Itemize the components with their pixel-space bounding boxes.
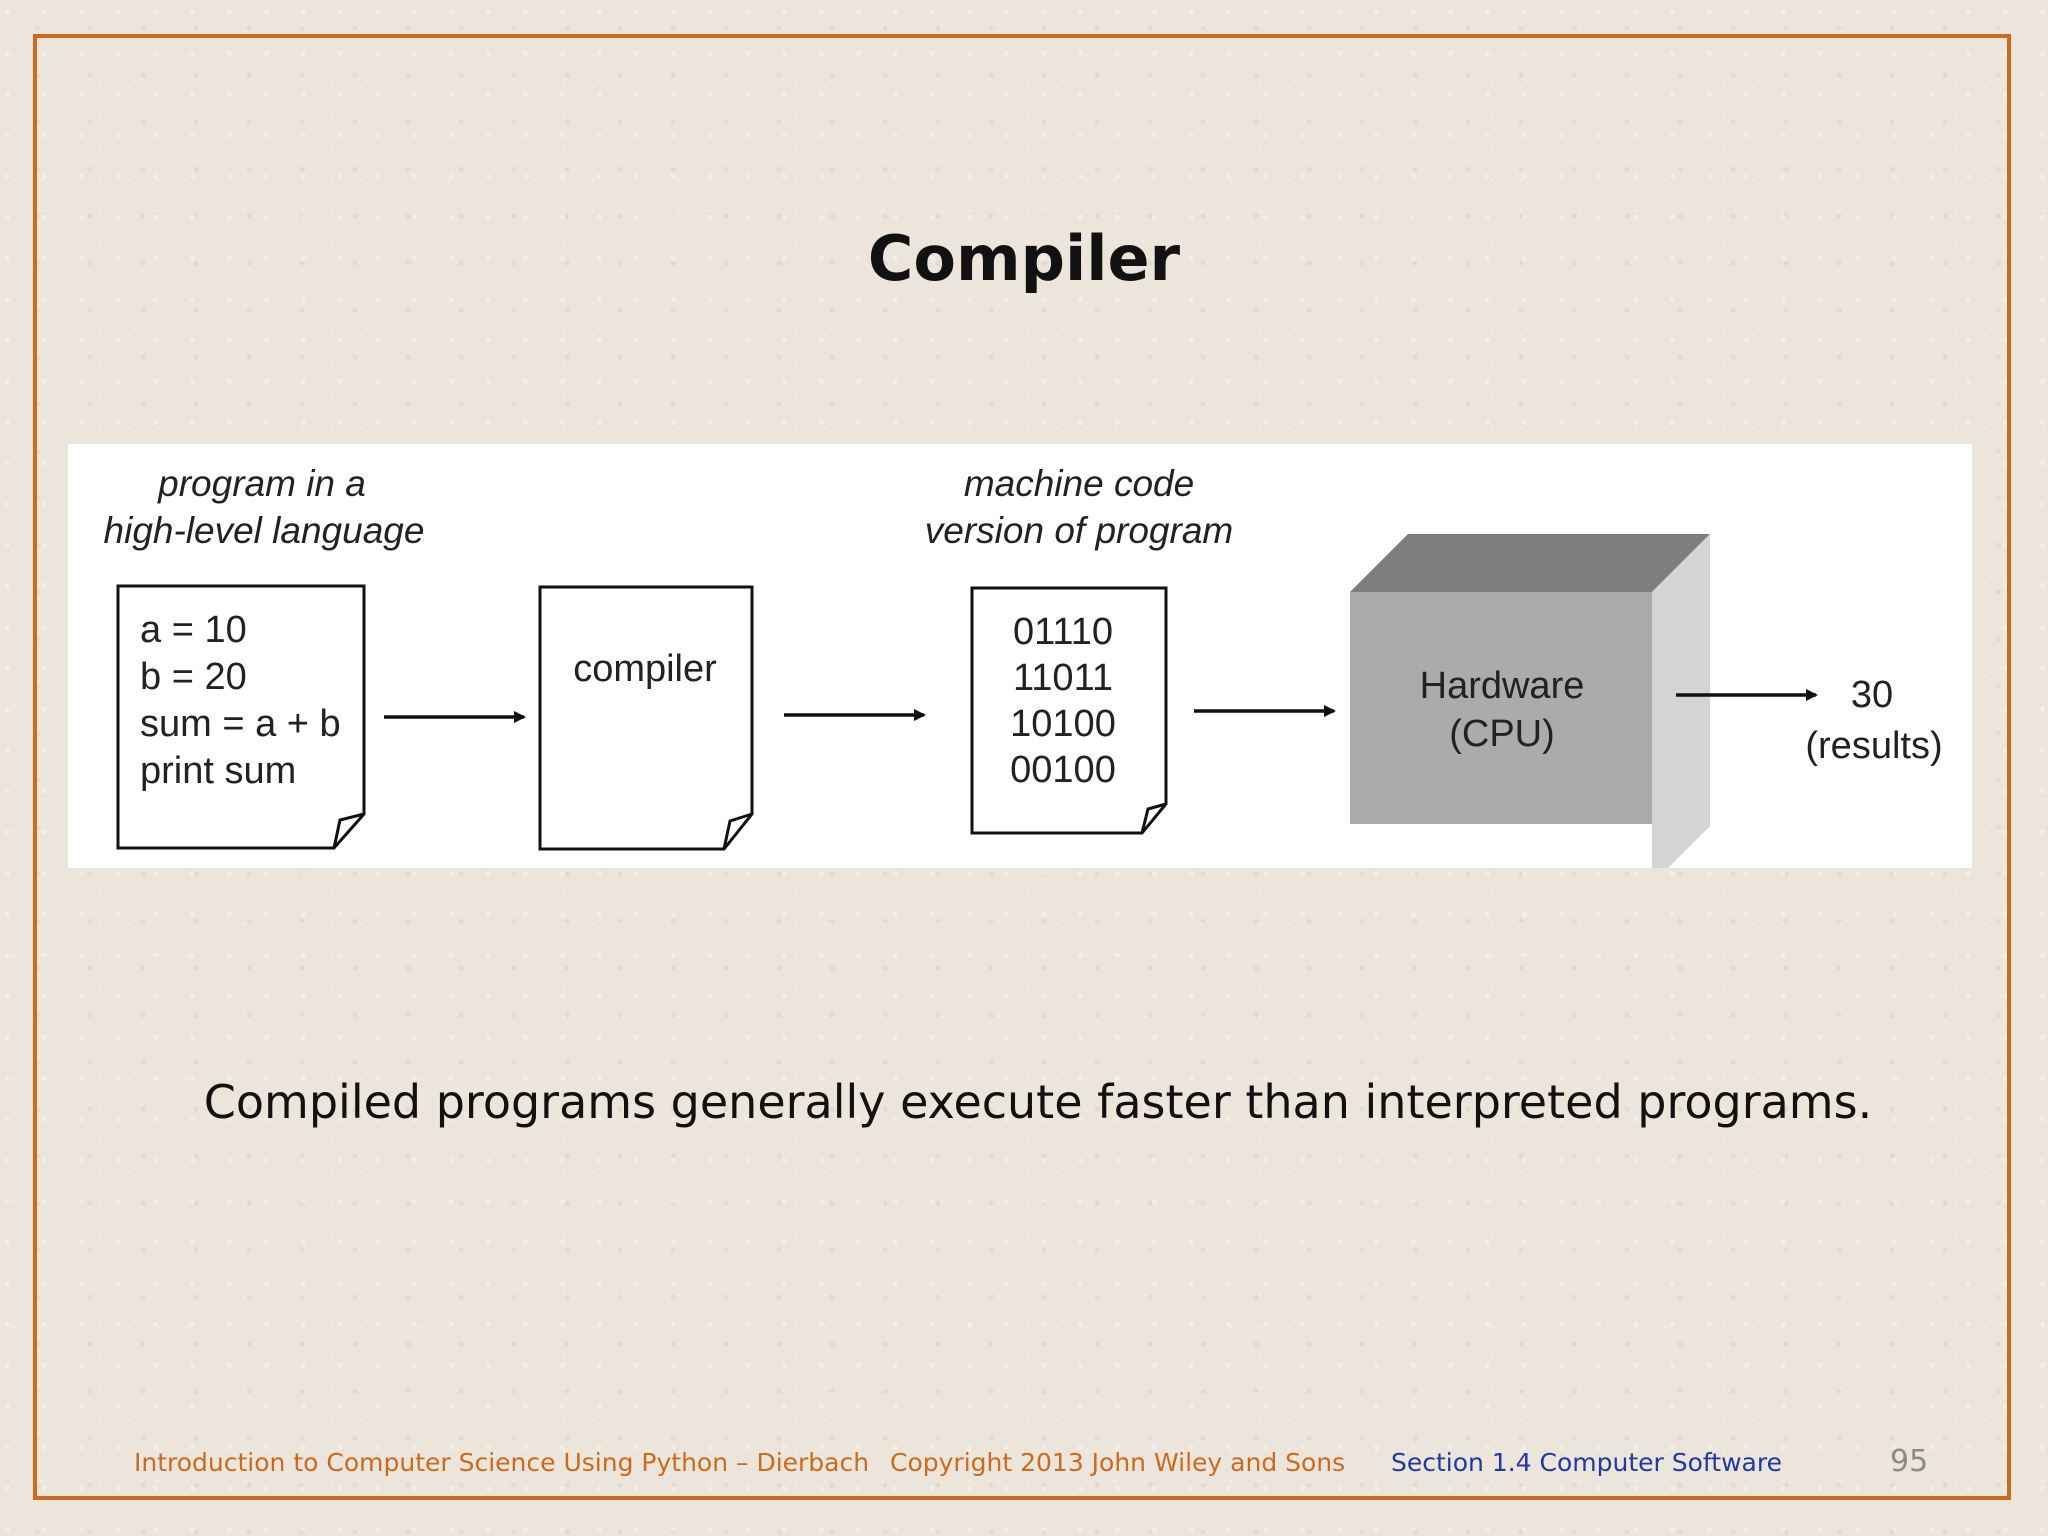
source-label-line1: program in a — [157, 463, 366, 504]
slide-frame — [33, 34, 2011, 1500]
page-number: 95 — [1890, 1444, 1929, 1479]
source-code-line: sum = a + b — [140, 703, 341, 745]
machine-code-document-icon — [970, 586, 1168, 835]
footer-book-title: Introduction to Computer Science Using P… — [134, 1448, 870, 1477]
compiler-document-icon — [538, 585, 754, 851]
hardware-cube-icon — [1350, 534, 1710, 868]
slide-caption: Compiled programs generally execute fast… — [203, 1075, 1873, 1129]
hardware-label-line2: (CPU) — [1449, 713, 1555, 755]
hardware-label-line1: Hardware — [1420, 665, 1585, 707]
machine-code-line: 10100 — [1010, 703, 1116, 745]
result-label: (results) — [1805, 725, 1942, 767]
machine-label-line2: version of program — [925, 510, 1233, 551]
source-label-line2: high-level language — [104, 510, 425, 551]
result-value: 30 — [1851, 674, 1893, 716]
source-code-line: print sum — [140, 750, 296, 792]
machine-label-line1: machine code — [964, 463, 1194, 504]
source-document-icon — [116, 584, 366, 850]
machine-code-line: 11011 — [1013, 657, 1113, 699]
source-code-line: a = 10 — [140, 609, 247, 651]
machine-code-line: 01110 — [1013, 611, 1113, 653]
footer-section: Section 1.4 Computer Software — [1391, 1448, 1782, 1477]
machine-code-line: 00100 — [1010, 749, 1116, 791]
footer-copyright: Copyright 2013 John Wiley and Sons — [890, 1448, 1346, 1477]
slide-title: Compiler — [867, 222, 1181, 295]
compiler-label: compiler — [573, 648, 717, 690]
compiler-diagram: program in a high-level language a = 10 … — [68, 444, 1972, 868]
source-code-line: b = 20 — [140, 656, 247, 698]
